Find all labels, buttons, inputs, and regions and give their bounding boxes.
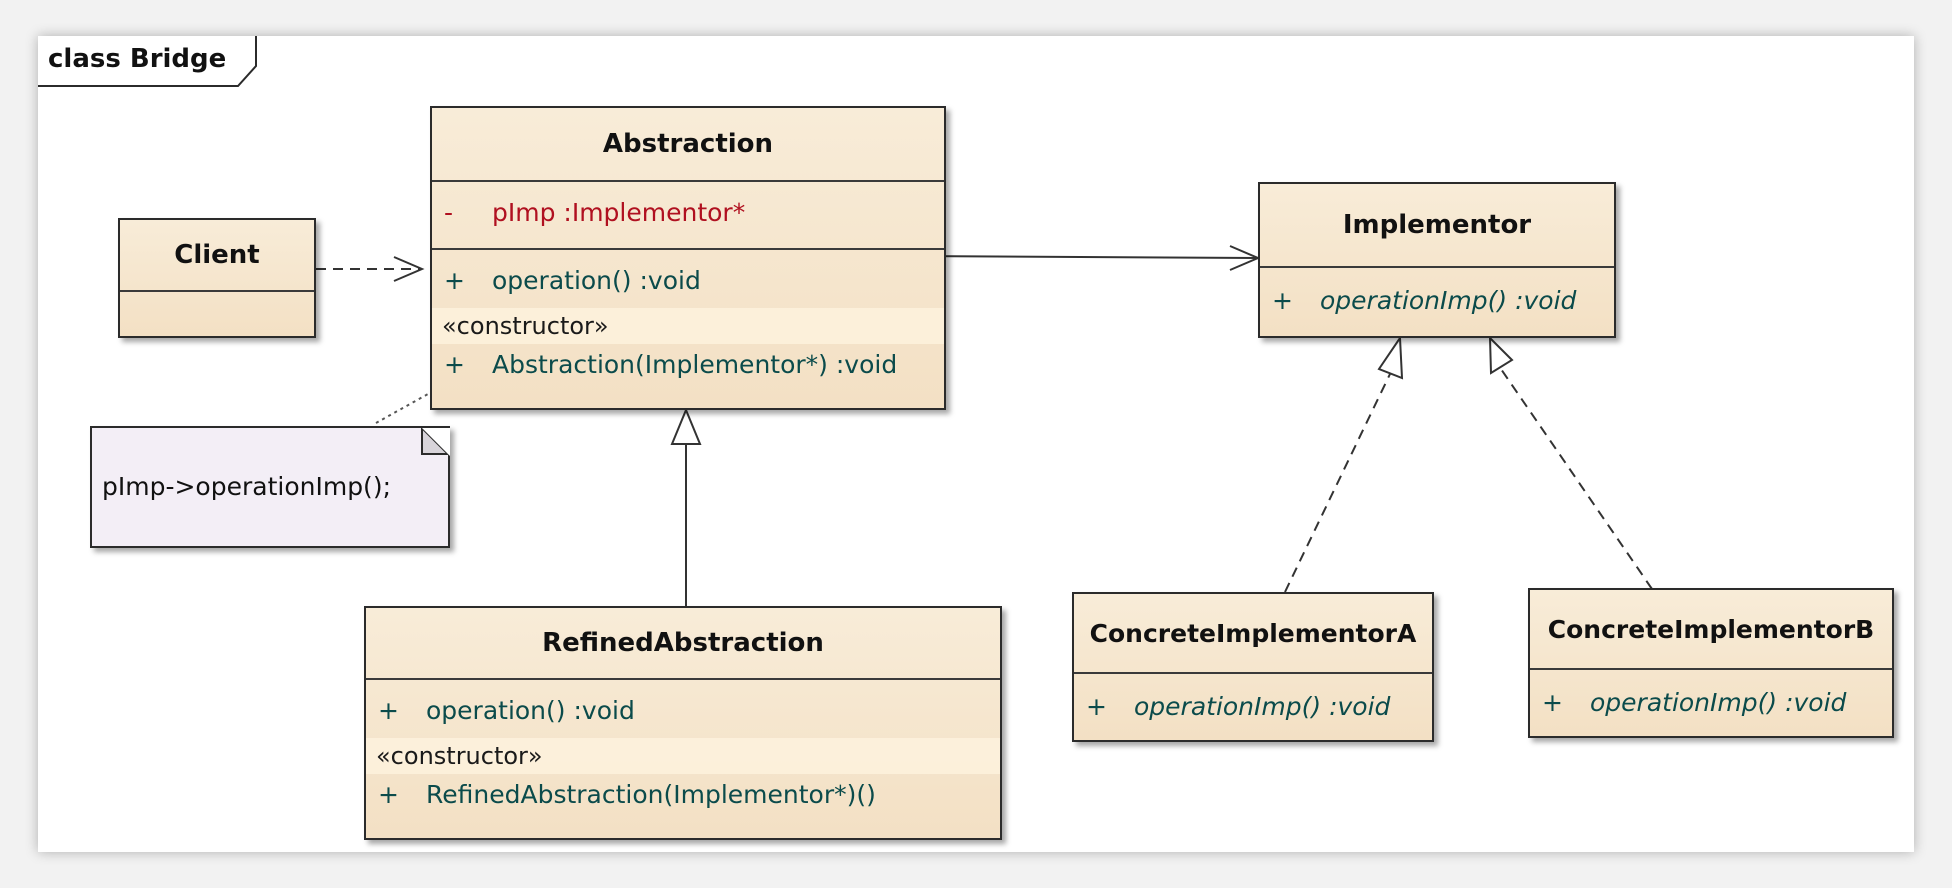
operation-row: + operation() :void [432,260,944,300]
note-folded-corner [421,426,450,456]
class-refined-abstraction[interactable]: RefinedAbstraction + operation() :void «… [364,606,1002,840]
visibility-private: - [444,197,454,227]
realization-triangle-b [1488,335,1514,375]
realization-line-a [1284,373,1391,593]
constructor-stereotype: «constructor» [366,738,1000,774]
class-name: ConcreteImplementorA [1074,594,1432,674]
constructor-row: + RefinedAbstraction(Implementor*)() [366,774,1000,814]
constructor-stereotype: «constructor» [432,308,944,344]
class-client[interactable]: Client [118,218,316,338]
operation-row: + operation() :void [366,690,1000,730]
operation-row: + operationImp() :void [1530,682,1892,722]
attribute-row: - pImp :Implementor* [432,192,944,232]
operation-text: operation() :void [492,265,701,295]
operation-compartment: + operationImp() :void [1074,674,1432,740]
class-concrete-implementor-b[interactable]: ConcreteImplementorB + operationImp() :v… [1528,588,1894,738]
operation-text: operationImp() :void [1320,285,1577,315]
constructor-text: RefinedAbstraction(Implementor*)() [426,779,876,809]
class-abstraction[interactable]: Abstraction - pImp :Implementor* + opera… [430,106,946,410]
visibility-public: + [378,695,399,725]
visibility-public: + [1086,691,1107,721]
operation-compartment: + operation() :void «constructor» + Refi… [366,680,1000,838]
class-implementor[interactable]: Implementor + operationImp() :void [1258,182,1616,338]
frame-label: class Bridge [38,36,257,87]
operation-compartment: + operation() :void «constructor» + Abst… [432,250,944,408]
operation-compartment: + operationImp() :void [1260,268,1614,336]
note-anchor-line [375,393,429,424]
frame-title: class Bridge [48,44,227,74]
class-name: ConcreteImplementorB [1530,590,1892,670]
diagram-canvas: class Bridge Client Abstraction - pImp [38,36,1914,852]
visibility-public: + [444,349,465,379]
visibility-public: + [378,779,399,809]
constructor-row: + Abstraction(Implementor*) :void [432,344,944,384]
attribute-compartment: - pImp :Implementor* [432,182,944,250]
visibility-public: + [444,265,465,295]
operation-text: operationImp() :void [1590,687,1847,717]
realization-line-b [1500,368,1653,590]
frame-tab-outline [38,36,257,87]
constructor-text: Abstraction(Implementor*) :void [492,349,898,379]
note-text: pImp->operationImp(); [102,472,391,501]
generalization-triangle [670,407,702,445]
class-name: Client [120,220,314,292]
visibility-public: + [1272,285,1293,315]
empty-compartment [120,292,314,336]
operation-text: operationImp() :void [1134,691,1391,721]
class-concrete-implementor-a[interactable]: ConcreteImplementorA + operationImp() :v… [1072,592,1434,742]
attribute-text: pImp :Implementor* [492,197,746,227]
class-name: RefinedAbstraction [366,608,1000,680]
visibility-public: + [1542,687,1563,717]
note-box: pImp->operationImp(); [90,426,450,548]
operation-row: + operationImp() :void [1260,280,1614,320]
class-name: Implementor [1260,184,1614,268]
realization-triangle-a [1377,334,1404,380]
dependency-arrowhead [393,256,425,282]
operation-compartment: + operationImp() :void [1530,670,1892,736]
class-name: Abstraction [432,108,944,182]
operation-row: + operationImp() :void [1074,686,1432,726]
aggregation-line [910,255,1259,259]
operation-text: operation() :void [426,695,635,725]
